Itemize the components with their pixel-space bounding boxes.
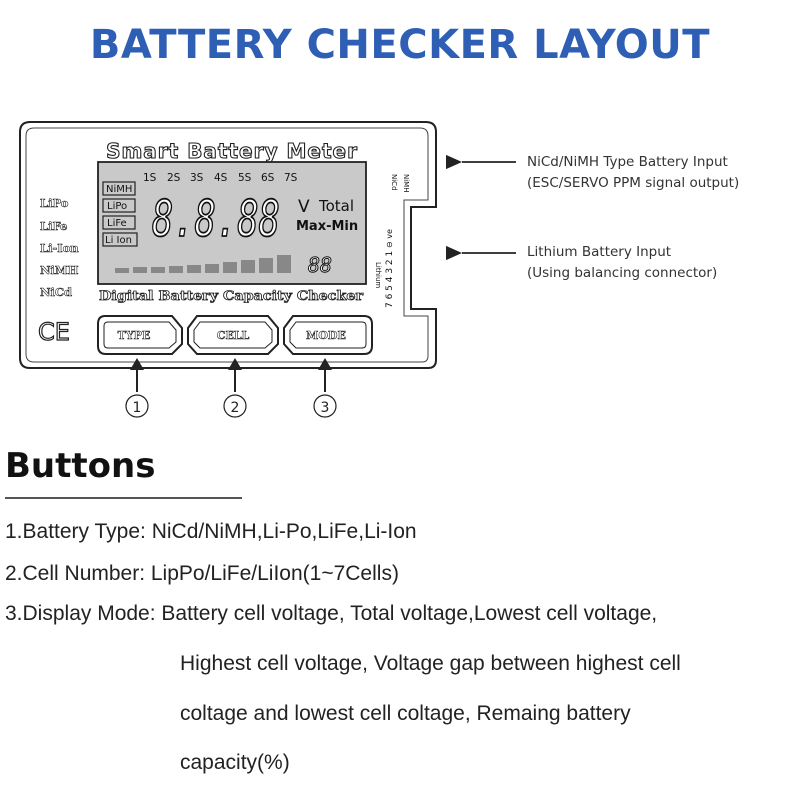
capacity-segment — [277, 255, 291, 273]
device-body-inner — [25, 127, 429, 363]
cell-scale-label: 7S — [284, 172, 298, 184]
capacity-segment — [133, 267, 147, 273]
battery-checker-diagram: Smart Battery Meter 1S 2S 3S 4S 5S 6S 7S… — [19, 121, 516, 418]
cell-scale-label: 1S — [143, 172, 157, 184]
type-button-label: TYPE — [118, 329, 151, 342]
cell-scale: 1S 2S 3S 4S 5S 6S 7S — [143, 172, 298, 184]
nicd-input-title: NiCd/NiMH Type Battery Input — [527, 154, 728, 170]
small-readout: 88 — [308, 253, 332, 277]
type-indicator-label: Li Ion — [105, 235, 132, 246]
capacity-segment — [169, 266, 183, 273]
callout-1: 1 — [125, 358, 149, 418]
cell-button-label: CELL — [217, 329, 250, 342]
port-side-label: Lithium — [374, 262, 382, 288]
capacity-bar-graph — [115, 255, 291, 273]
capacity-segment — [151, 267, 165, 273]
callout-3: 3 — [313, 358, 337, 418]
maxmin-label: Max-Min — [296, 219, 358, 234]
type-indicators: NiMH LiPo LiFe Li Ion — [102, 181, 138, 247]
main-readout: 8.8.88 — [152, 190, 280, 248]
button-description-3-line4: capacity(%) — [180, 751, 290, 774]
type-indicator-box — [102, 181, 136, 196]
side-type-label: LiPo — [40, 196, 69, 210]
button-description-3-line1: Battery cell voltage, Total voltage,Lowe… — [161, 602, 658, 625]
side-type-label: Li-Ion — [40, 241, 79, 255]
side-type-label: NiCd — [40, 285, 72, 299]
page-title: BATTERY CHECKER LAYOUT — [89, 22, 711, 68]
nicd-input-note: (ESC/SERVO PPM signal output) — [527, 175, 740, 191]
type-indicator-box — [102, 198, 136, 213]
total-label: Total — [318, 197, 354, 215]
capacity-segment — [115, 268, 129, 273]
type-indicator-label: LiPo — [107, 201, 127, 212]
button-description-2: 2.Cell Number: LipPo/LiFe/LiIon(1~7Cells… — [5, 562, 399, 585]
unit-label: V — [298, 197, 310, 217]
button-description-3-label: 3.Display Mode: — [5, 602, 162, 625]
button-description-3-line3: coltage and lowest cell coltage, Remaing… — [180, 702, 631, 725]
cell-scale-label: 3S — [190, 172, 204, 184]
type-indicator-box — [102, 232, 138, 247]
nicd-input-annotation: NiCd/NiMH Type Battery Input (ESC/SERVO … — [527, 152, 739, 194]
buttons-heading: Buttons — [5, 446, 156, 486]
cell-scale-label: 6S — [261, 172, 275, 184]
side-type-list: LiPo LiFe Li-Ion NiMH NiCd — [40, 196, 80, 300]
device-subtitle: Digital Battery Capacity Checker — [99, 289, 363, 304]
buttons-heading-underline — [5, 497, 242, 499]
callout-2: 2 — [223, 358, 247, 418]
cell-scale-label: 2S — [167, 172, 181, 184]
button-description-1: 1.Battery Type: NiCd/NiMH,Li-Po,LiFe,Li-… — [5, 520, 417, 543]
type-indicator-label: LiFe — [107, 218, 127, 229]
brand-title: Smart Battery Meter — [106, 139, 358, 163]
mode-button[interactable]: MODE — [283, 315, 373, 355]
type-button[interactable]: TYPE — [97, 315, 183, 355]
type-indicator-box — [102, 215, 136, 230]
callout-number: 2 — [231, 400, 240, 416]
type-indicator-label: NiMH — [106, 184, 132, 195]
port-pins-suffix: ⊖ ve — [385, 229, 394, 248]
capacity-segment — [187, 265, 201, 273]
button-description-3-line2: Highest cell voltage, Voltage gap betwee… — [180, 652, 681, 675]
port-pins: 7 6 5 4 3 2 1 — [385, 251, 395, 308]
port-top-label: NiMH — [402, 174, 410, 192]
cell-scale-label: 4S — [214, 172, 228, 184]
mode-button-label: MODE — [306, 329, 346, 342]
callout-number: 3 — [321, 400, 330, 416]
capacity-segment — [259, 258, 273, 273]
side-type-label: NiMH — [40, 263, 79, 277]
lithium-input-note: (Using balancing connector) — [527, 265, 718, 281]
capacity-segment — [205, 264, 219, 273]
ce-mark: CE — [38, 318, 70, 346]
lithium-input-annotation: Lithium Battery Input (Using balancing c… — [527, 242, 717, 284]
cell-scale-label: 5S — [238, 172, 252, 184]
callout-number: 1 — [133, 400, 142, 416]
side-type-label: LiFe — [40, 219, 67, 233]
button-description-3: 3.Display Mode: Battery cell voltage, To… — [5, 602, 657, 626]
port-labels: NiCd NiMH Lithium 7 6 5 4 3 2 1 ⊖ ve — [374, 174, 410, 308]
capacity-segment — [223, 262, 237, 273]
cell-button[interactable]: CELL — [187, 315, 279, 355]
lithium-input-title: Lithium Battery Input — [527, 244, 672, 260]
capacity-segment — [241, 260, 255, 273]
port-top-label: NiCd — [390, 174, 398, 191]
